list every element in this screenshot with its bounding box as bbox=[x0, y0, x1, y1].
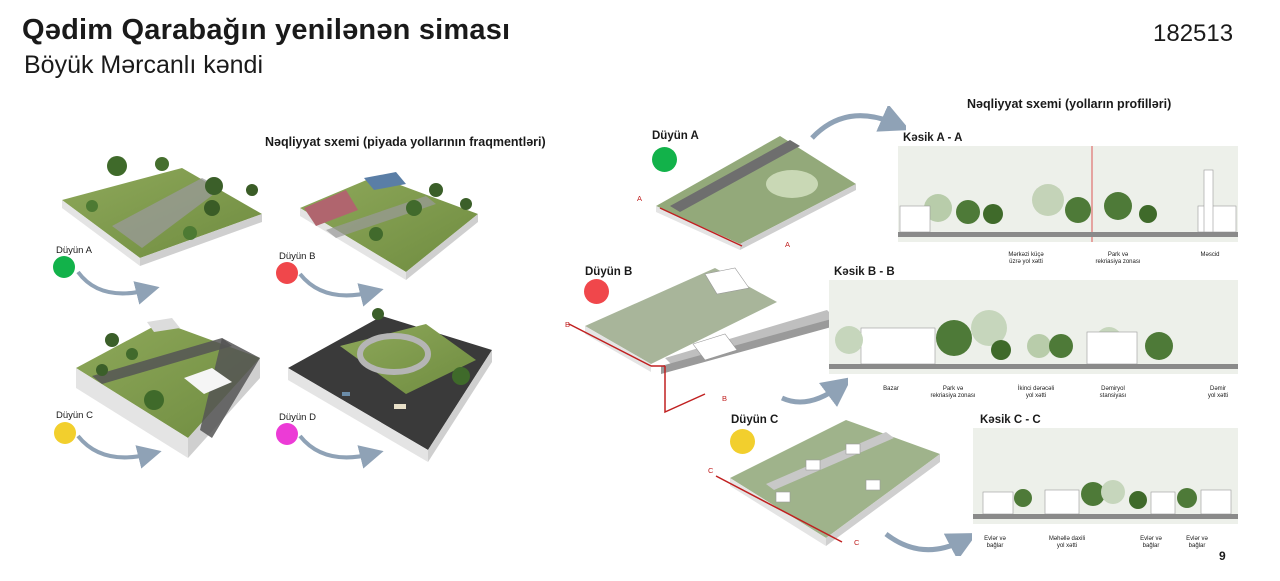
section-c-profile bbox=[973, 428, 1238, 524]
section-a-caption-2: Park və rekriasiya zonası bbox=[1095, 252, 1141, 265]
section-a-caption-1: Mərkəzi küçə üzrə yol xətti bbox=[1008, 252, 1044, 265]
marker-b-right: B bbox=[722, 394, 728, 403]
right-node-c-label: Düyün C bbox=[731, 414, 779, 426]
section-a-profile bbox=[898, 146, 1238, 242]
right-node-a-block bbox=[656, 136, 856, 250]
section-c-title: Kəsik C - C bbox=[980, 414, 1041, 426]
left-node-a-arrow bbox=[76, 270, 160, 305]
right-node-a-label: Düyün A bbox=[652, 130, 699, 142]
left-node-c-label: Düyün C bbox=[56, 410, 93, 421]
section-b-title: Kəsik B - B bbox=[834, 266, 895, 278]
right-node-a-arrow bbox=[810, 106, 906, 140]
node-c-isometric-block bbox=[76, 318, 260, 458]
left-section-heading: Nəqliyyat sxemi (piyada yollarının fraqm… bbox=[265, 135, 546, 149]
right-node-c-block bbox=[715, 420, 940, 546]
section-b-caption-3: İkinci dərəcəli yol xətti bbox=[1017, 386, 1055, 399]
section-b-profile bbox=[829, 280, 1238, 374]
left-node-c-dot bbox=[54, 422, 76, 444]
marker-a-left: A bbox=[637, 194, 643, 203]
right-node-c-dot bbox=[730, 429, 755, 454]
right-node-b-dot bbox=[584, 279, 609, 304]
right-node-b-block bbox=[568, 267, 835, 414]
section-c-caption-3: Evlər və bağlar bbox=[1140, 536, 1162, 549]
project-code: 182513 bbox=[1153, 20, 1234, 47]
section-a-caption-3: Məscid bbox=[1200, 252, 1220, 258]
section-b-caption-5: Dəmir yol xətti bbox=[1207, 386, 1229, 399]
node-d-isometric-block bbox=[288, 308, 492, 462]
right-section-heading: Nəqliyyat sxemi (yolların profilləri) bbox=[967, 97, 1172, 111]
left-node-b-arrow bbox=[298, 272, 384, 307]
marker-b-left: B bbox=[565, 320, 571, 329]
section-a-title: Kəsik A - A bbox=[903, 132, 963, 144]
right-node-b-label: Düyün B bbox=[585, 266, 633, 278]
section-b-caption-1: Bazar bbox=[883, 386, 899, 392]
left-node-d-label: Düyün D bbox=[279, 412, 316, 423]
node-a-isometric-block bbox=[62, 156, 262, 266]
left-node-c-arrow bbox=[76, 434, 162, 469]
page-subtitle: Böyük Mərcanlı kəndi bbox=[24, 51, 264, 79]
section-b-caption-2: Park və rekriasiya zonası bbox=[930, 386, 976, 399]
left-node-a-label: Düyün A bbox=[56, 245, 92, 256]
marker-c-right: C bbox=[854, 538, 860, 547]
section-c-caption-4: Evlər və bağlar bbox=[1186, 536, 1208, 549]
page-number: 9 bbox=[1219, 549, 1226, 563]
page-title: Qədim Qarabağın yenilənən siması bbox=[22, 14, 511, 46]
marker-c-left: C bbox=[708, 466, 714, 475]
left-node-d-dot bbox=[276, 423, 298, 445]
node-b-isometric-block bbox=[300, 172, 478, 280]
section-c-caption-2: Məhəllə daxili yol xətti bbox=[1048, 536, 1086, 549]
right-node-b-arrow bbox=[780, 377, 848, 407]
right-node-c-arrow bbox=[884, 532, 972, 556]
left-node-d-arrow bbox=[298, 434, 384, 469]
left-node-b-dot bbox=[276, 262, 298, 284]
marker-a-right: A bbox=[785, 240, 791, 249]
section-c-caption-1: Evlər və bağlar bbox=[984, 536, 1006, 549]
left-node-a-dot bbox=[53, 256, 75, 278]
right-node-a-dot bbox=[652, 147, 677, 172]
section-b-caption-4: Dəmiryol stansiyası bbox=[1099, 386, 1127, 399]
left-node-b-label: Düyün B bbox=[279, 251, 316, 262]
